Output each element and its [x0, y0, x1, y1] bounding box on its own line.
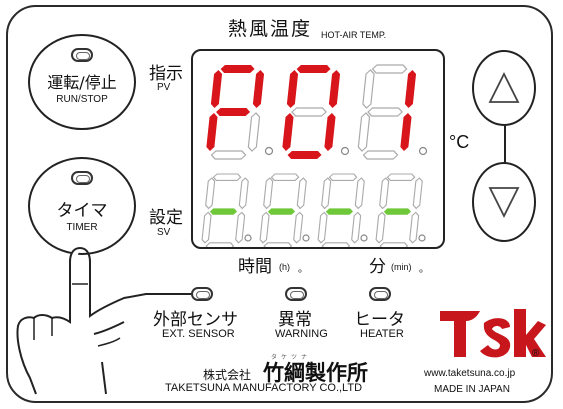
pv-dot-1 [264, 146, 274, 156]
minute-label-unit: (min) [391, 262, 412, 272]
sv-dot-3 [360, 234, 368, 242]
run-stop-label-jp: 運転/停止 [47, 73, 117, 92]
time-label-unit: (h) [279, 262, 290, 272]
warning-led [285, 287, 307, 301]
heater-led [369, 287, 391, 301]
ext-sensor-label-en: EXT. SENSOR [162, 328, 235, 340]
pv-digit-2 [281, 65, 341, 159]
warning-label-en: WARNING [275, 328, 328, 340]
sv-digit-1 [201, 173, 250, 250]
registered-mark: ® [532, 348, 540, 359]
pv-dot-3 [418, 146, 428, 156]
finger-pointer-icon [16, 247, 194, 395]
sv-dot-1 [244, 234, 252, 242]
title-en: HOT-AIR TEMP. [321, 30, 387, 40]
timer-label-en: TIMER [66, 222, 98, 233]
time-label-jp: 時間 [238, 257, 272, 277]
pv-label-en: PV [157, 82, 171, 93]
company-furigana: タケツナ [271, 354, 312, 361]
company-name-jp: 竹綱製作所 [263, 361, 368, 385]
pv-digit-3 [357, 64, 417, 160]
heater-label-en: HEATER [360, 328, 404, 340]
pv-dot-2 [340, 146, 350, 156]
website: www.taketsuna.co.jp [424, 368, 516, 379]
time-label-dot: 。 [298, 264, 308, 275]
ext-sensor-label-jp: 外部センサ [153, 310, 238, 330]
display-screen [191, 49, 445, 250]
made-in: MADE IN JAPAN [434, 384, 510, 395]
pv-label-jp: 指示 [149, 64, 183, 84]
arrow-connector [504, 118, 506, 168]
run-stop-label-en: RUN/STOP [56, 94, 108, 105]
sv-digit-3 [317, 173, 366, 250]
timer-button[interactable]: タイマ TIMER [28, 157, 136, 255]
heater-label-jp: ヒータ [354, 310, 405, 330]
title-jp: 熱風温度 [228, 18, 313, 40]
sv-digit-2 [259, 173, 308, 250]
company-name-en: TAKETSUNA MANUFACTORY CO.,LTD [165, 382, 363, 394]
run-stop-button[interactable]: 運転/停止 RUN/STOP [28, 34, 136, 130]
company-prefix: 株式会社 [203, 368, 252, 382]
sv-digit-4 [375, 173, 424, 250]
sv-label-jp: 設定 [149, 208, 183, 228]
run-stop-indicator-led [71, 48, 93, 62]
sv-dot-2 [302, 234, 310, 242]
unit-celsius: °C [449, 132, 470, 152]
down-button[interactable] [472, 162, 536, 242]
ext-sensor-led [191, 287, 213, 301]
timer-indicator-led [71, 171, 93, 185]
pv-digit-1 [205, 65, 265, 160]
sv-dot-4 [418, 234, 426, 242]
minute-label-dot: 。 [419, 264, 429, 275]
triangle-down-icon [488, 187, 520, 219]
tsk-logo [440, 309, 546, 358]
up-button[interactable] [472, 50, 536, 126]
seven-segment-display [201, 64, 428, 250]
timer-label-jp: タイマ [56, 201, 108, 221]
warning-label-jp: 異常 [278, 310, 312, 330]
sv-label-en: SV [157, 227, 171, 238]
triangle-up-icon [488, 71, 520, 103]
minute-label-jp: 分 [369, 257, 386, 277]
